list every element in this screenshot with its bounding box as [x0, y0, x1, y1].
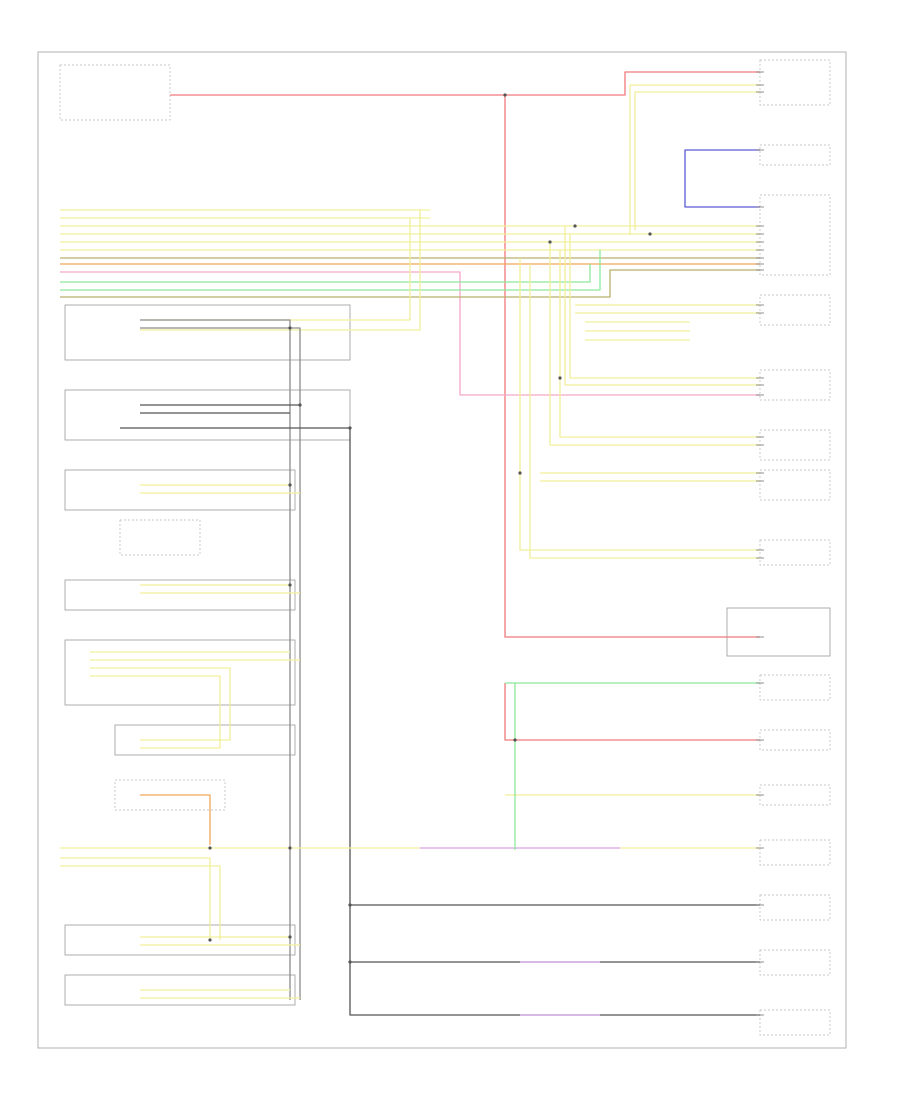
splice-points — [208, 93, 652, 964]
heat-wire-3 — [90, 667, 231, 741]
splice-node — [648, 232, 652, 236]
passenger-door-module-box — [64, 304, 351, 361]
trunk-wire-8 — [529, 264, 760, 559]
camera-module-box — [64, 974, 296, 1006]
trunk-wire-1 — [140, 210, 421, 331]
rh-module-3-box — [759, 194, 831, 276]
wire-harness — [60, 71, 760, 1016]
rh-module-12-box — [759, 839, 831, 866]
splice-node — [288, 935, 292, 939]
lower-bus-3 — [60, 865, 221, 940]
splice-node — [573, 224, 577, 228]
splice-node — [503, 93, 507, 97]
electronic-brake-box — [64, 924, 296, 956]
rh-module-5-box — [759, 369, 831, 401]
left-headlamp-box — [726, 607, 831, 657]
front-control-lower-box — [119, 519, 201, 556]
bus-wire-11 — [60, 250, 601, 291]
rh-module-1-box — [759, 59, 831, 106]
rh-module-13-box — [759, 894, 831, 921]
splice-node — [518, 471, 522, 475]
left-components — [59, 64, 351, 1006]
splice-node — [288, 326, 292, 330]
heat-wire-4 — [90, 675, 221, 749]
splice-node — [558, 376, 562, 380]
trunk-wire-3 — [549, 242, 760, 446]
splice-node — [298, 403, 302, 407]
trunk-wire-6 — [569, 234, 760, 379]
bus-wire-9 — [60, 271, 760, 396]
rh-module-11-box — [759, 784, 831, 806]
rh-module-2-box — [759, 144, 831, 166]
steering-box — [114, 724, 296, 756]
front-control-module-box — [64, 469, 296, 511]
lower-bus-2 — [60, 857, 211, 940]
splice-node — [513, 738, 517, 742]
splice-node — [288, 583, 292, 587]
splice-node — [208, 938, 212, 942]
bus-wire-10 — [60, 264, 591, 283]
rh-module-7-box — [759, 469, 831, 501]
splice-node — [348, 426, 352, 430]
rh-module-14-box — [759, 949, 831, 976]
terminal-markers — [756, 71, 764, 1016]
rh-module-15-box — [759, 1009, 831, 1036]
rh-module-9-box — [759, 674, 831, 701]
rh-module-6-box — [759, 429, 831, 461]
trunk-wire-7 — [519, 258, 760, 551]
splice-node — [288, 846, 292, 850]
seat-heat-module-box — [64, 639, 296, 706]
bus-wire-12 — [60, 269, 760, 298]
splice-node — [208, 846, 212, 850]
sensor-box — [114, 779, 226, 811]
signal-wire-blue — [684, 149, 760, 208]
sensor-wire — [140, 794, 211, 845]
splice-node — [288, 483, 292, 487]
right-headlamp-box — [59, 64, 171, 121]
splice-node — [548, 240, 552, 244]
lower-red-wire-1 — [504, 683, 760, 741]
seat-module-box — [64, 389, 351, 441]
door-wire-2 — [140, 327, 301, 1000]
trunk-wire-4 — [559, 250, 760, 438]
power-wire-main — [170, 94, 760, 638]
rh-module-4-box — [759, 294, 831, 326]
seat-switch-box — [64, 579, 296, 611]
diagram-frame — [37, 51, 847, 1049]
splice-node — [348, 960, 352, 964]
trunk-wire-5 — [564, 226, 760, 386]
rh-module-10-box — [759, 729, 831, 751]
ground-wire-1 — [120, 427, 760, 1016]
splice-node — [348, 903, 352, 907]
door-wire-1 — [140, 319, 291, 1000]
power-wire-top — [505, 71, 760, 96]
right-components — [726, 59, 831, 1036]
rh-module-8-box — [759, 539, 831, 566]
